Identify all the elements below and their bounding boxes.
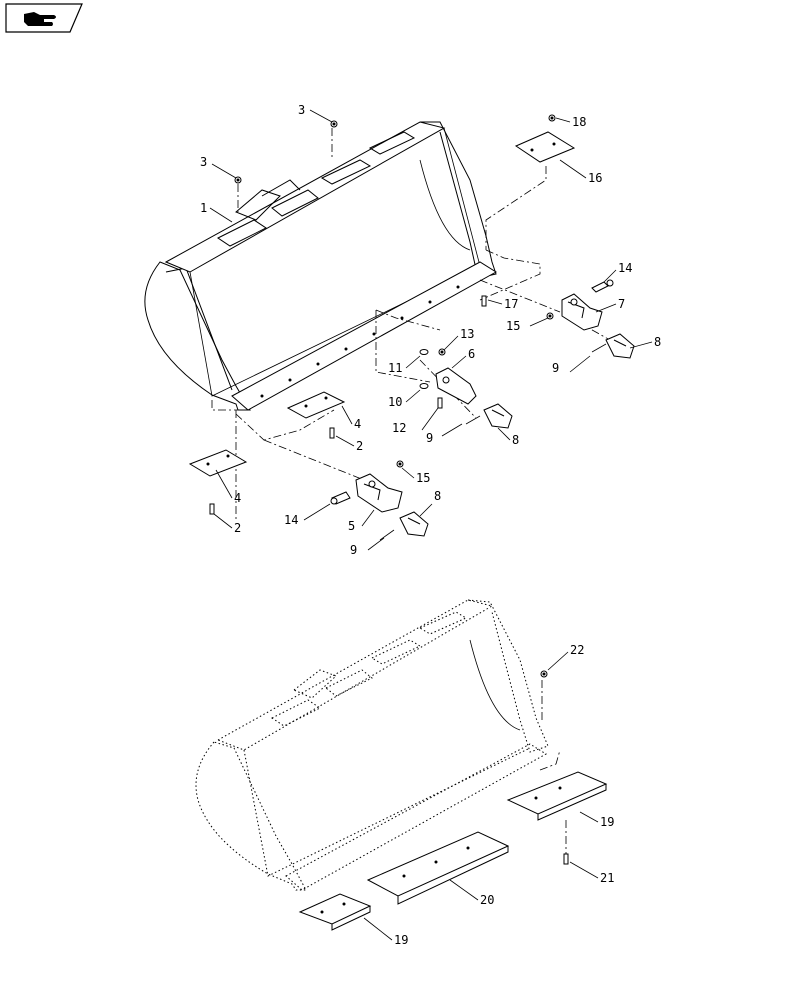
leader-lines-lower	[539, 680, 567, 854]
callout-8: 8	[512, 433, 519, 447]
part-2-bolt	[209, 427, 335, 515]
nav-button[interactable]	[4, 2, 84, 36]
callout-9: 9	[426, 431, 433, 445]
callout-16: 16	[588, 171, 602, 185]
callout-10: 10	[388, 395, 402, 409]
callout-18: 18	[572, 115, 586, 129]
part-16-plate	[514, 131, 576, 163]
part-12-bolt	[437, 397, 443, 409]
part-10-washer	[419, 383, 429, 389]
part-13-bolt	[438, 348, 446, 356]
callout-19: 19	[394, 933, 408, 947]
callout-12: 12	[392, 421, 406, 435]
callout-labels: 3 3 1 18 16 14 17 7 15 8 9 13 6 11 10 12…	[200, 103, 661, 947]
callout-13: 13	[460, 327, 474, 341]
part-3-bolt	[234, 120, 338, 184]
part-11-washer	[419, 349, 429, 355]
part-21-bolt	[563, 853, 569, 865]
part-9-pin	[379, 529, 395, 541]
part-14-pin	[591, 279, 614, 293]
part-8-tooth	[399, 511, 429, 537]
part-15-nut	[396, 460, 404, 468]
callout-8: 8	[654, 335, 661, 349]
callout-15: 15	[416, 471, 430, 485]
callout-22: 22	[570, 643, 584, 657]
callout-6: 6	[468, 347, 475, 361]
part-7-adapter	[561, 293, 603, 331]
bucket-upper	[144, 121, 497, 411]
hand-pointing-right-icon	[24, 12, 56, 26]
callout-21: 21	[600, 871, 614, 885]
callout-19: 19	[600, 815, 614, 829]
part-20-edge-segment	[366, 831, 510, 905]
callout-leaders	[209, 109, 653, 941]
callout-2: 2	[356, 439, 363, 453]
part-9-pin	[465, 415, 481, 425]
callout-7: 7	[618, 297, 625, 311]
part-6-adapter	[435, 367, 477, 405]
callout-3: 3	[298, 103, 305, 117]
callout-9: 9	[350, 543, 357, 557]
part-8-tooth	[483, 403, 513, 429]
part-17-bolt	[481, 295, 487, 307]
leader-lines-upper	[211, 128, 611, 520]
callout-14: 14	[618, 261, 632, 275]
bucket-lower	[195, 599, 549, 891]
part-19-edge-segment	[298, 893, 372, 931]
callout-5: 5	[348, 519, 355, 533]
part-15-nut	[546, 312, 554, 320]
part-22-bolt	[540, 670, 548, 678]
callout-4: 4	[234, 491, 241, 505]
part-9-pin	[591, 343, 607, 353]
callout-3: 3	[200, 155, 207, 169]
part-8-tooth	[605, 333, 635, 359]
part-14-pin	[330, 491, 351, 505]
callout-17: 17	[504, 297, 518, 311]
callout-11: 11	[388, 361, 402, 375]
part-5-adapter	[355, 473, 403, 513]
callout-14: 14	[284, 513, 298, 527]
part-18-bolt	[548, 114, 556, 122]
callout-2: 2	[234, 521, 241, 535]
part-4-plate	[188, 449, 248, 477]
callout-20: 20	[480, 893, 494, 907]
part-19-edge-segment	[506, 771, 608, 821]
callout-15: 15	[506, 319, 520, 333]
callout-1: 1	[200, 201, 207, 215]
callout-8: 8	[434, 489, 441, 503]
callout-4: 4	[354, 417, 361, 431]
part-4-plate	[286, 391, 346, 419]
callout-9: 9	[552, 361, 559, 375]
